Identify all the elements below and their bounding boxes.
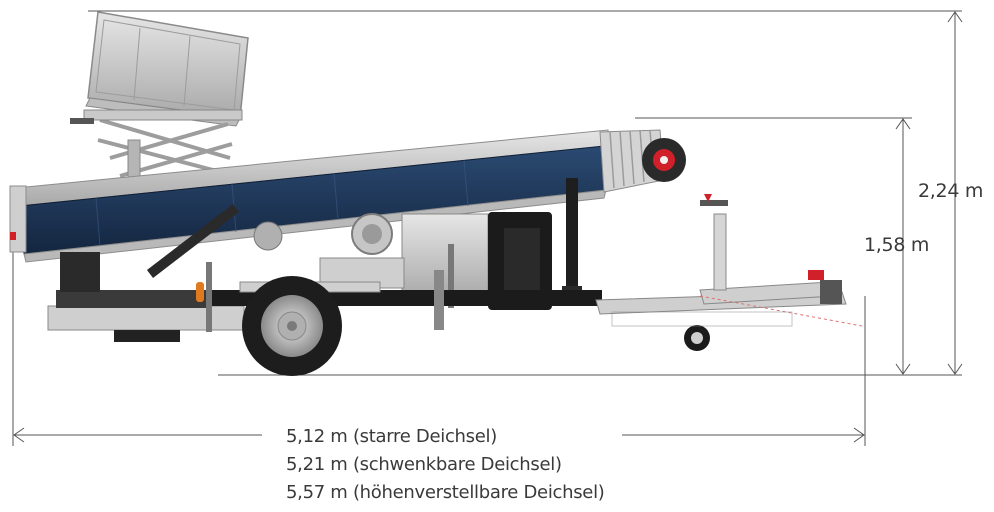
length-label-rigid: 5,12 m (starre Deichsel)	[286, 426, 497, 447]
main-wheel	[242, 276, 342, 376]
motor-housing	[319, 212, 552, 310]
length-label-swivel: 5,21 m (schwenkbare Deichsel)	[286, 454, 562, 475]
height-total-label: 2,24 m	[918, 180, 984, 202]
dimension-lines	[12, 10, 963, 446]
drawbar	[434, 194, 863, 351]
length-labels: 5,12 m (starre Deichsel) 5,21 m (schwenk…	[286, 423, 605, 507]
conveyor-boom	[9, 129, 686, 263]
lift-basket	[70, 11, 249, 181]
height-upper-label: 1,58 m	[864, 234, 930, 256]
length-label-height-adjustable: 5,57 m (höhenverstellbare Deichsel)	[286, 482, 605, 503]
